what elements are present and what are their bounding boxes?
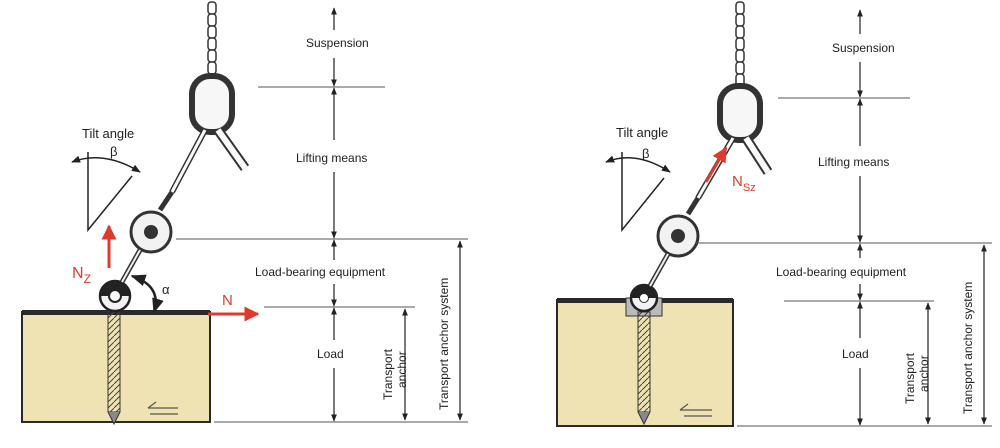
left-screw (107, 309, 121, 426)
left-reference-lines (176, 86, 468, 423)
left-diagram: Tilt angle β α NZ N (21, 1, 468, 426)
right-grain-arrow (679, 403, 712, 417)
left-suspension-label: Suspension (306, 36, 369, 50)
right-beta-symbol: β (642, 146, 649, 161)
right-tilt-label: Tilt angle (616, 125, 668, 140)
right-screw (637, 311, 651, 426)
left-transport-anchor-label: Transport anchor (381, 346, 409, 400)
left-alpha-arc (130, 274, 164, 314)
right-reference-lines (696, 97, 992, 427)
left-chain (207, 1, 217, 75)
left-dimension-axis (331, 7, 463, 422)
left-nz-label: NZ (72, 265, 91, 286)
left-master-link (189, 73, 235, 135)
left-load-bearing-label: Load-bearing equipment (255, 265, 386, 279)
right-diagram: Tilt angle β NSz Suspension Li (556, 1, 992, 427)
right-load-label: Load (842, 347, 869, 361)
right-transport-anchor-label: Transport anchor (903, 350, 931, 404)
right-dimension-axis (857, 9, 987, 426)
left-transport-anchor-system-label: Transport anchor system (437, 278, 451, 410)
left-n-label: N (222, 292, 233, 309)
left-lifting-means-label: Lifting means (296, 151, 367, 165)
left-beta-symbol: β (110, 144, 117, 159)
left-tilt-label: Tilt angle (82, 126, 134, 141)
right-tilt-arc (605, 155, 671, 173)
right-suspension-label: Suspension (832, 41, 895, 55)
right-nsz-label: NSz (732, 173, 756, 194)
right-master-link (717, 83, 763, 143)
left-grain-arrow (147, 401, 178, 415)
right-load-bearing-label: Load-bearing equipment (776, 265, 907, 279)
right-chain (735, 1, 745, 87)
left-alpha-symbol: α (162, 282, 170, 297)
left-tilt-vertical (87, 152, 133, 233)
left-load-label: Load (317, 347, 344, 361)
left-tilt-arc (71, 155, 141, 173)
right-lifting-means-label: Lifting means (818, 155, 889, 169)
right-nsz-arrow (704, 146, 728, 183)
right-tilt-vertical (621, 152, 665, 233)
right-transport-anchor-system-label: Transport anchor system (961, 282, 975, 414)
